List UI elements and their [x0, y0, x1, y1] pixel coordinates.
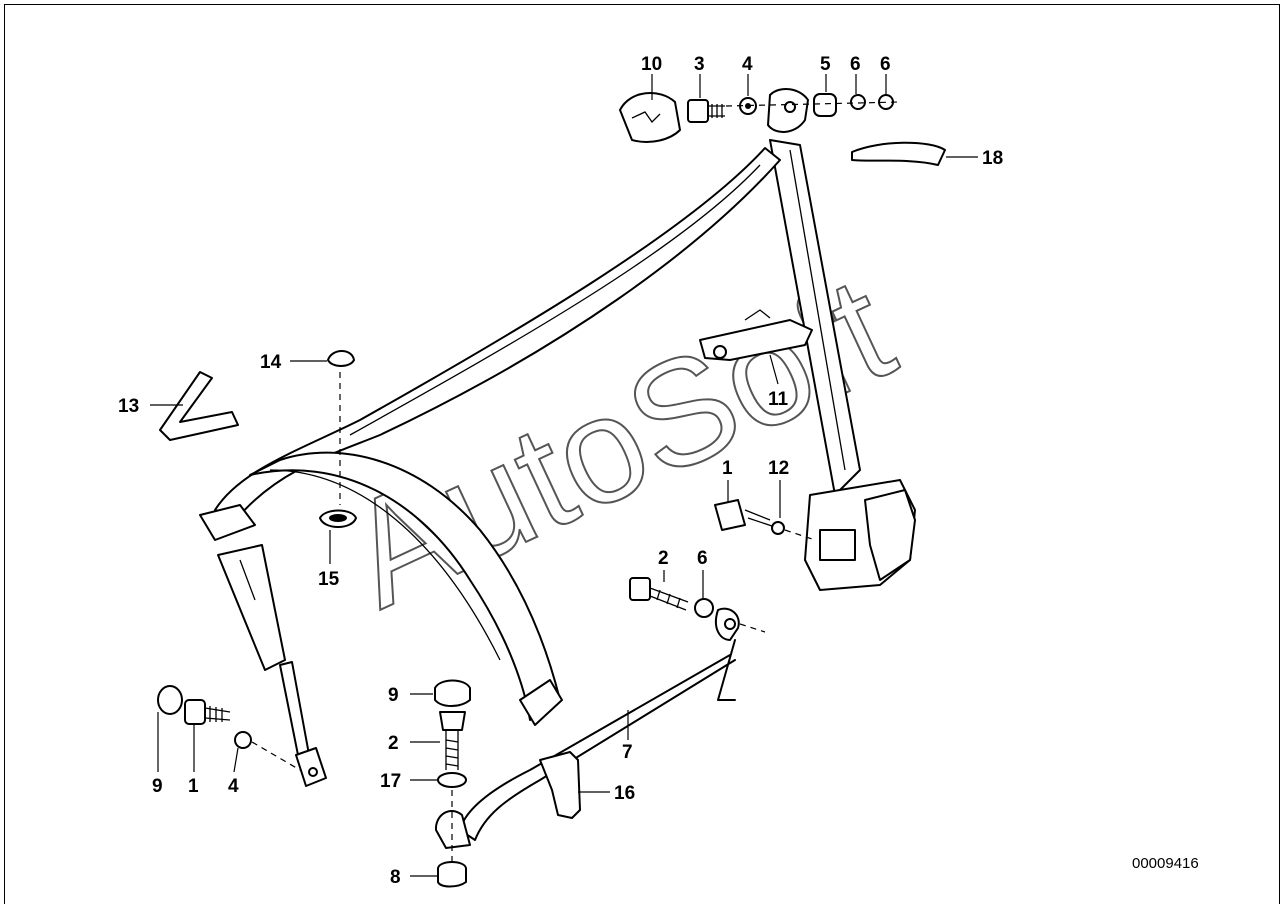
- belt-retractor: [714, 479, 916, 591]
- callout-7: 7: [622, 742, 633, 763]
- callout-4-top: 4: [742, 54, 753, 75]
- callout-labels: 10 3 4 5 6 6 18 14 13 11 1 12 15 2 6 9 2…: [118, 54, 1003, 888]
- callout-6-top-a: 6: [850, 54, 861, 75]
- cap-14-grommet-15: [319, 350, 357, 528]
- diagram-frame: [4, 4, 1280, 904]
- bolt-stack: [434, 679, 471, 888]
- callout-9-left: 9: [152, 776, 163, 797]
- bracket-13: [159, 371, 239, 441]
- height-adjuster-11: [699, 309, 813, 361]
- callout-14: 14: [260, 352, 282, 373]
- callout-11: 11: [768, 389, 789, 410]
- trim-cover-18: [851, 141, 946, 166]
- callout-9-mid: 9: [388, 685, 399, 706]
- callout-6-mid: 6: [697, 548, 708, 569]
- anchor-rail-7: [459, 577, 766, 841]
- upper-anchor-assembly: [619, 88, 901, 143]
- callout-6-top-b: 6: [880, 54, 891, 75]
- clip-16: [539, 751, 581, 819]
- callout-2-bolt: 2: [388, 733, 399, 754]
- callout-3-top: 3: [694, 54, 705, 75]
- callout-17: 17: [380, 771, 401, 792]
- seat-belt-webbing: [214, 139, 861, 726]
- callout-1-mid: 1: [722, 458, 733, 479]
- callout-10: 10: [641, 54, 662, 75]
- leader-lines: [150, 74, 978, 877]
- callout-5-top: 5: [820, 54, 831, 75]
- callout-1-left: 1: [188, 776, 199, 797]
- callout-15: 15: [318, 569, 340, 590]
- callout-16: 16: [614, 783, 635, 804]
- buckle-stalk: [199, 504, 327, 787]
- callout-2-mid: 2: [658, 548, 669, 569]
- callout-4-left: 4: [228, 776, 239, 797]
- callout-18: 18: [982, 148, 1003, 169]
- lower-left-anchor: [157, 685, 301, 771]
- diagram-reference-number: 00009416: [1132, 855, 1199, 872]
- callout-8: 8: [390, 867, 401, 888]
- callout-12: 12: [768, 458, 789, 479]
- callout-13: 13: [118, 396, 139, 417]
